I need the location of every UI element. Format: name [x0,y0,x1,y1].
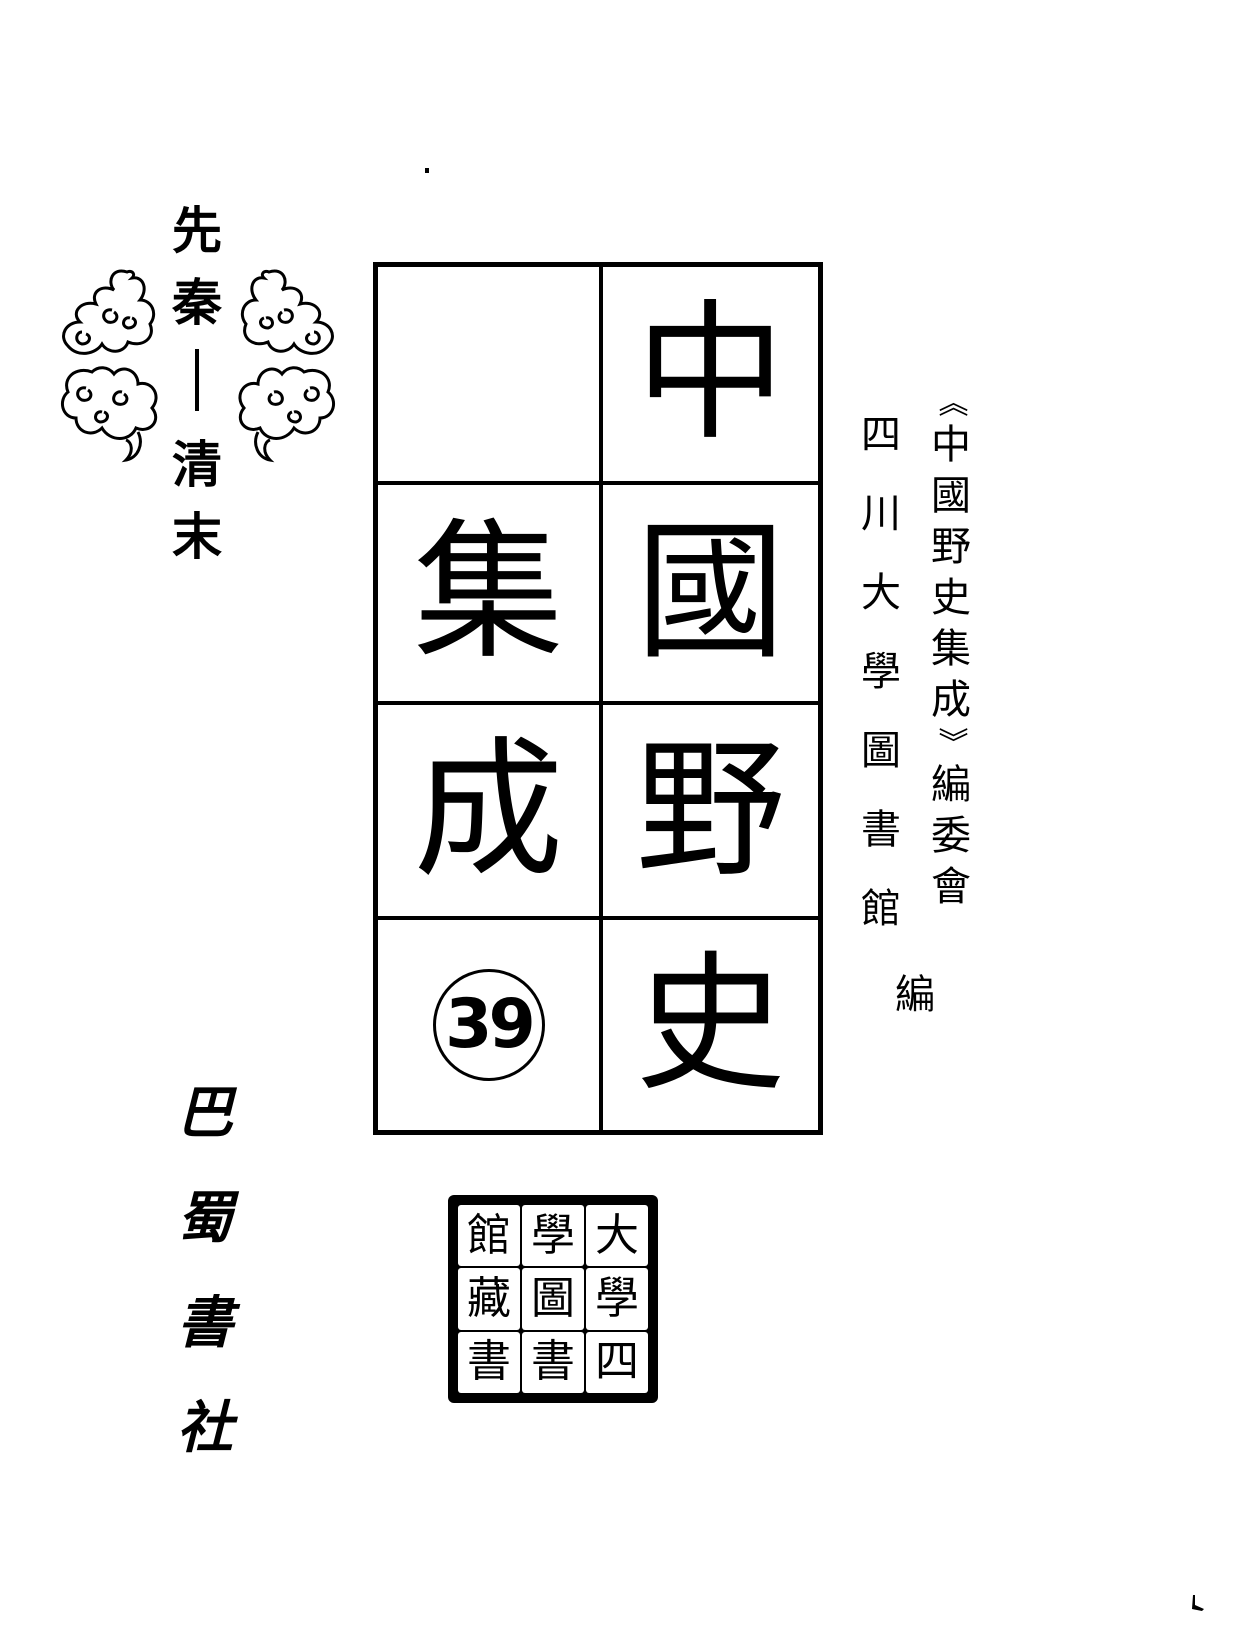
library-char: 大 [861,569,901,616]
library-char: 川 [861,490,901,537]
seal-char: 學 [522,1205,584,1267]
cloud-ornament-right-icon [238,269,336,463]
cloud-ornament-left-icon [60,269,158,463]
title-cell: 國 [603,485,818,705]
committee-char: 野 [931,523,971,570]
volume-cell: 39 [378,920,603,1130]
committee-char: 成 [931,676,971,723]
library-char: 圖 [861,727,901,774]
editorial-committee-column: 《 中 國 野 史 集 成 》 編 委 會 [928,385,974,912]
series-char: 清 [172,436,222,494]
publisher-char: 書 [177,1289,233,1356]
publisher-char: 蜀 [177,1184,233,1251]
series-dash [195,349,199,411]
series-char: 秦 [172,274,222,332]
committee-char: 史 [931,574,971,621]
scan-corner-mark-icon [1192,1595,1204,1611]
publisher-name: 巴 蜀 書 社 [165,1060,245,1480]
library-char: 書 [861,806,901,853]
seal-char: 四 [586,1331,648,1393]
seal-char: 圖 [522,1268,584,1330]
close-title-bracket: 》 [934,727,969,757]
title-cell: 成 [378,705,603,920]
title-grid: 中 集 國 成 野 39 史 [373,262,823,1135]
committee-char: 委 [931,812,971,859]
publisher-char: 巴 [177,1079,233,1146]
editor-role: 編 [895,972,935,1018]
title-cell: 集 [378,485,603,705]
committee-char: 國 [931,472,971,519]
title-cell: 野 [603,705,818,920]
committee-char: 集 [931,625,971,672]
editor-role-column: 編 [892,970,938,1020]
library-column: 四 川 大 學 圖 書 館 [858,395,904,948]
series-char: 末 [172,508,222,566]
seal-char: 書 [458,1331,520,1393]
library-char: 四 [861,411,901,458]
volume-number-badge: 39 [432,969,545,1081]
seal-char: 大 [586,1205,648,1267]
publisher-char: 社 [177,1394,233,1461]
seal-char: 學 [586,1268,648,1330]
seal-char: 書 [522,1331,584,1393]
seal-char: 館 [458,1205,520,1267]
title-cell: 史 [635,938,786,1112]
committee-char: 編 [931,761,971,808]
ink-speck [425,168,429,173]
committee-char: 會 [931,863,971,910]
library-char: 館 [861,885,901,932]
series-char: 先 [172,202,222,260]
library-seal-stamp: 大 學 館 學 圖 藏 四 書 書 [448,1195,658,1403]
title-cell: 中 [603,267,818,485]
library-char: 學 [861,648,901,695]
title-cell-empty [378,267,603,485]
open-title-bracket: 《 [934,387,969,417]
committee-char: 中 [931,421,971,468]
series-period-label: 先 秦 清 末 [165,195,229,573]
seal-char: 藏 [458,1268,520,1330]
